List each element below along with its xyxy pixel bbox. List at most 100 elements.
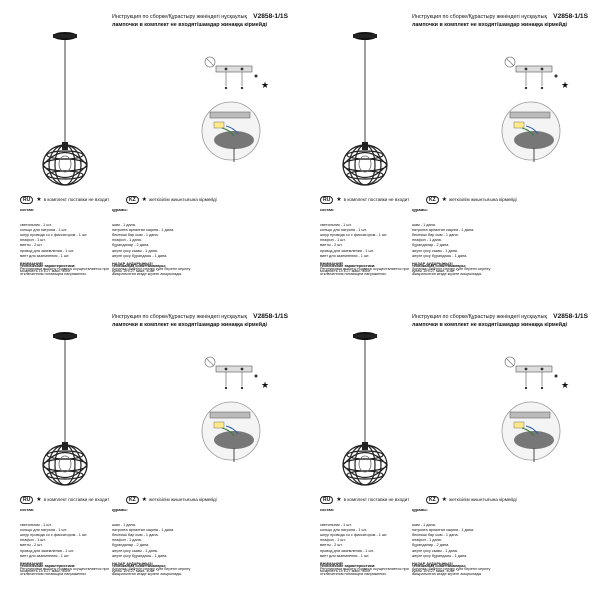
contents-ru: состав: светильник - 1 шт.кольцо для пат… xyxy=(320,508,406,574)
contents-ru-heading: состав: xyxy=(320,208,335,212)
contents-item: жерге қосу бұрандасы - 1 дана. xyxy=(112,553,168,558)
lang-badge-kz: KZ xyxy=(425,196,439,204)
contents-kz-heading: құрамы: xyxy=(112,508,128,512)
contents-kz-heading: құрамы: xyxy=(112,208,128,212)
warning-kz: НАЗАР АУДАРЫҢЫЗ! Аспаның биіктігін ретте… xyxy=(112,562,202,577)
warning-ru: ВНИМАНИЕ! Регулировка высоты подвеса осу… xyxy=(20,262,110,277)
instruction-quadrant: Инструкция по сборке/Құрастыру жөніндегі… xyxy=(300,0,600,300)
contents-item: шам - 1 дана. xyxy=(412,223,436,228)
note-ru: в комплект поставки не входит xyxy=(43,197,110,202)
pendant-lamp-illustration xyxy=(342,32,388,186)
contents-item: провод для заземления - 1 шт. xyxy=(20,248,74,253)
star-icon: ★ xyxy=(141,197,148,203)
contents-item: шам - 1 дана. xyxy=(412,523,436,528)
note-kz: жеткізілім жиынтығына кірмейді xyxy=(149,497,217,502)
contents-item: шнур провода со с фиксатором - 1 шт. xyxy=(320,533,388,538)
star-icon: ★ xyxy=(141,497,148,503)
svg-text:★: ★ xyxy=(261,380,269,390)
contents-kz-list: шам - 1 дана.патронға арналған сақина - … xyxy=(412,223,498,259)
tech-ru: мощность 1х E27 макс. 40Вт xyxy=(320,268,371,273)
contents-item: кольцо для патрона - 1 шт. xyxy=(320,228,367,233)
warning-kz: НАЗАР АУДАРЫҢЫЗ! Аспаның биіктігін ретте… xyxy=(412,562,502,577)
tech-kz: қуаты 1х E27 макс. 40Вт xyxy=(412,568,455,573)
warning-ru-text: Регулировка высоты подвеса осуществляетс… xyxy=(320,267,409,276)
pendant-lamp-illustration xyxy=(42,32,88,186)
contents-kz-list: шам - 1 дана.патронға арналған сақина - … xyxy=(112,523,198,559)
contents-kz: құрамы: шам - 1 дана.патронға арналған с… xyxy=(412,208,498,274)
star-icon: ★ xyxy=(336,197,342,203)
supply-notes: RU★в комплект поставки не входит KZ★жетк… xyxy=(20,496,290,504)
contents-item: бекіткіші бар сым - 1 дана. xyxy=(412,533,459,538)
warning-ru-heading: ВНИМАНИЕ! xyxy=(320,562,344,566)
lang-badge-ru: RU xyxy=(320,196,334,204)
contents-ru-list: светильник - 1 шт.кольцо для патрона - 1… xyxy=(320,523,406,559)
warning-kz-text: Аспаның биіктігін реттеу қуат беретін ке… xyxy=(412,267,491,276)
model-number: V2858-1/1S xyxy=(553,13,588,20)
contents-kz-list: шам - 1 дана.патронға арналған сақина - … xyxy=(112,223,198,259)
tech-kz: қуаты 1х E27 макс. 40Вт xyxy=(112,568,155,573)
svg-text:★: ★ xyxy=(561,80,569,90)
warning-kz-heading: НАЗАР АУДАРЫҢЫЗ! xyxy=(112,262,153,266)
contents-kz: құрамы: шам - 1 дана.патронға арналған с… xyxy=(112,208,198,274)
star-icon: ★ xyxy=(336,497,342,503)
warning-kz: НАЗАР АУДАРЫҢЫЗ! Аспаның биіктігін ретте… xyxy=(412,262,502,277)
star-icon: ★ xyxy=(441,197,448,203)
contents-item: шам - 1 дана. xyxy=(112,523,136,528)
contents-item: бұрандалар - 2 дана. xyxy=(112,243,150,248)
contents-item: провод для заземления - 1 шт. xyxy=(20,548,74,553)
bulb-notice: лампочки в комплект не входят/шамдар жин… xyxy=(412,21,568,28)
tech-ru-heading: технические характеристики: xyxy=(320,263,376,268)
bulb-notice: лампочки в комплект не входят/шамдар жин… xyxy=(112,321,268,328)
warning-ru: ВНИМАНИЕ! Регулировка высоты подвеса осу… xyxy=(20,562,110,577)
instruction-quadrant: Инструкция по сборке/Құрастыру жөніндегі… xyxy=(0,300,300,600)
tech-ru: мощность 1х E27 макс. 40Вт xyxy=(320,568,371,573)
warning-kz-heading: НАЗАР АУДАРЫҢЫЗ! xyxy=(412,562,453,566)
contents-item: шнур провода со с фиксатором - 1 шт. xyxy=(20,233,88,238)
instruction-header: Инструкция по сборке/Құрастыру жөніндегі… xyxy=(112,13,288,28)
contents-item: жерге қосу сымы - 1 дана. xyxy=(112,548,158,553)
contents-item: жерге қосу бұрандасы - 1 дана. xyxy=(112,253,168,258)
warning-kz-heading: НАЗАР АУДАРЫҢЫЗ! xyxy=(112,562,153,566)
tech-kz: қуаты 1х E27 макс. 40Вт xyxy=(112,268,155,273)
contents-item: бұрандалар - 2 дана. xyxy=(412,543,450,548)
pendant-lamp-illustration xyxy=(42,332,88,486)
lang-badge-ru: RU xyxy=(20,196,34,204)
contents-ru: состав: светильник - 1 шт.кольцо для пат… xyxy=(20,208,106,274)
contents-item: светильник - 1 шт. xyxy=(320,223,352,228)
supply-notes: RU★в комплект поставки не входит KZ★жетк… xyxy=(320,496,590,504)
lang-badge-ru: RU xyxy=(20,496,34,504)
contents-ru: состав: светильник - 1 шт.кольцо для пат… xyxy=(320,208,406,274)
contents-item: винты - 2 шт. xyxy=(20,543,43,548)
contents-item: шам - 1 дана. xyxy=(112,223,136,228)
contents-item: плафон - 1 дана. xyxy=(112,538,142,543)
tech-kz-heading: техникалық сипаттамалары: xyxy=(112,563,167,568)
mounting-bracket-diagram: ★ xyxy=(204,356,269,390)
instruction-quadrant: Инструкция по сборке/Құрастыру жөніндегі… xyxy=(300,300,600,600)
model-number: V2858-1/1S xyxy=(253,313,288,320)
contents-ru-heading: состав: xyxy=(20,208,35,212)
instruction-quadrant: Инструкция по сборке/Құрастыру жөніндегі… xyxy=(0,0,300,300)
contents-ru: состав: светильник - 1 шт.кольцо для пат… xyxy=(20,508,106,574)
tech-ru-heading: технические характеристики: xyxy=(20,263,76,268)
contents-item: бекіткіші бар сым - 1 дана. xyxy=(412,233,459,238)
ceiling-canopy-diagram xyxy=(201,101,261,162)
contents-item: жерге қосу сымы - 1 дана. xyxy=(112,248,158,253)
instruction-title: Инструкция по сборке/Құрастыру жөніндегі… xyxy=(112,314,247,320)
svg-text:★: ★ xyxy=(561,380,569,390)
contents-item: плафон - 1 шт. xyxy=(320,538,346,543)
warning-kz: НАЗАР АУДАРЫҢЫЗ! Аспаның биіктігін ретте… xyxy=(112,262,202,277)
warning-ru-text: Регулировка высоты подвеса осуществляетс… xyxy=(20,267,109,276)
instruction-title: Инструкция по сборке/Құрастыру жөніндегі… xyxy=(112,14,247,20)
contents-item: плафон - 1 шт. xyxy=(320,238,346,243)
mounting-bracket-diagram: ★ xyxy=(504,56,569,90)
tech-kz-heading: техникалық сипаттамалары: xyxy=(412,263,467,268)
contents-item: шнур провода со с фиксатором - 1 шт. xyxy=(320,233,388,238)
ceiling-canopy-diagram xyxy=(501,101,561,162)
model-number: V2858-1/1S xyxy=(253,13,288,20)
contents-item: жерге қосу сымы - 1 дана. xyxy=(412,248,458,253)
tech-kz-heading: техникалық сипаттамалары: xyxy=(112,263,167,268)
contents-item: плафон - 1 дана. xyxy=(412,538,442,543)
contents-item: светильник - 1 шт. xyxy=(320,523,352,528)
star-icon: ★ xyxy=(36,197,42,203)
